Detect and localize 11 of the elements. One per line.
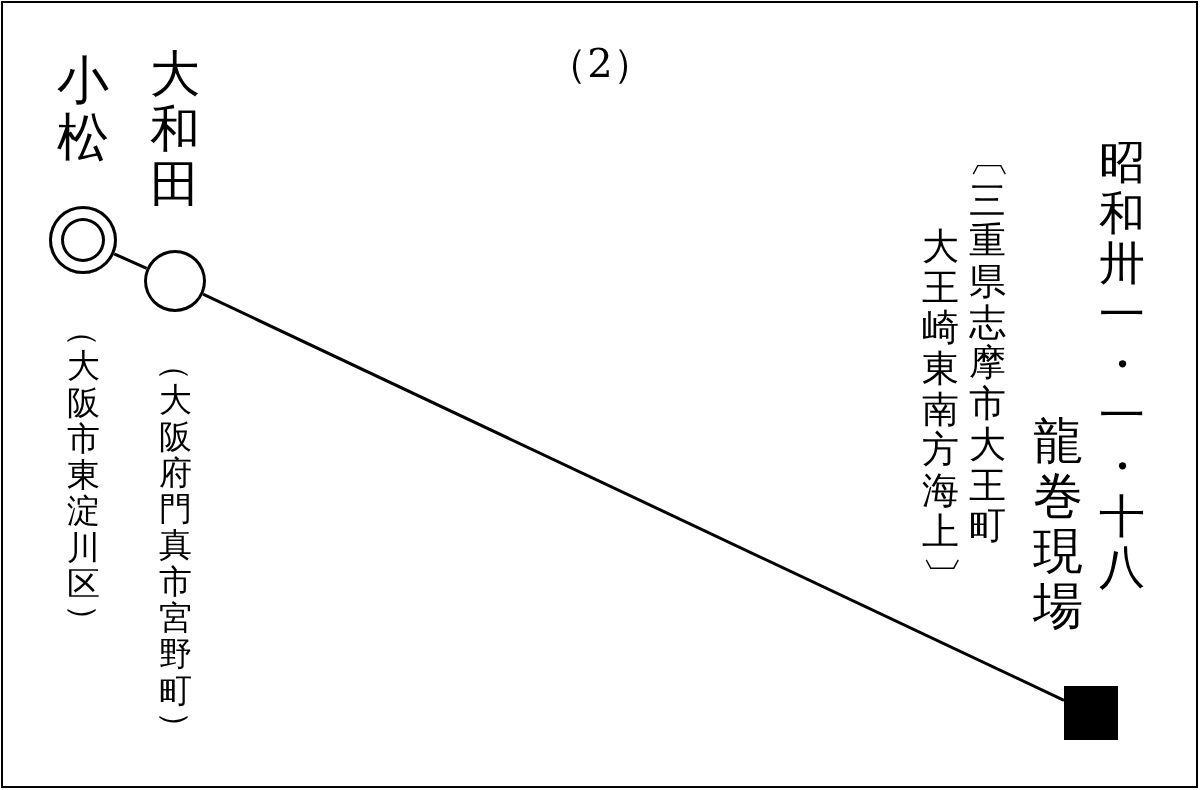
connector-line bbox=[113, 252, 148, 270]
figure-number: （2） bbox=[547, 39, 653, 88]
address-text: 大王崎東南方海上〕 bbox=[921, 227, 959, 594]
place-name: 小松 bbox=[57, 52, 109, 167]
site-label: 龍巻現場 bbox=[1033, 414, 1083, 634]
address-text: （大阪市東淀川区） bbox=[66, 312, 100, 639]
address-text: 〔三重県志摩市大王町 bbox=[968, 140, 1006, 547]
connector-line bbox=[202, 292, 1065, 702]
address-text: （大阪府門真市宮野町） bbox=[158, 346, 192, 746]
date-text: 昭和卅一・一・十八 bbox=[1099, 137, 1145, 593]
place-name: 大和田 bbox=[150, 47, 200, 212]
